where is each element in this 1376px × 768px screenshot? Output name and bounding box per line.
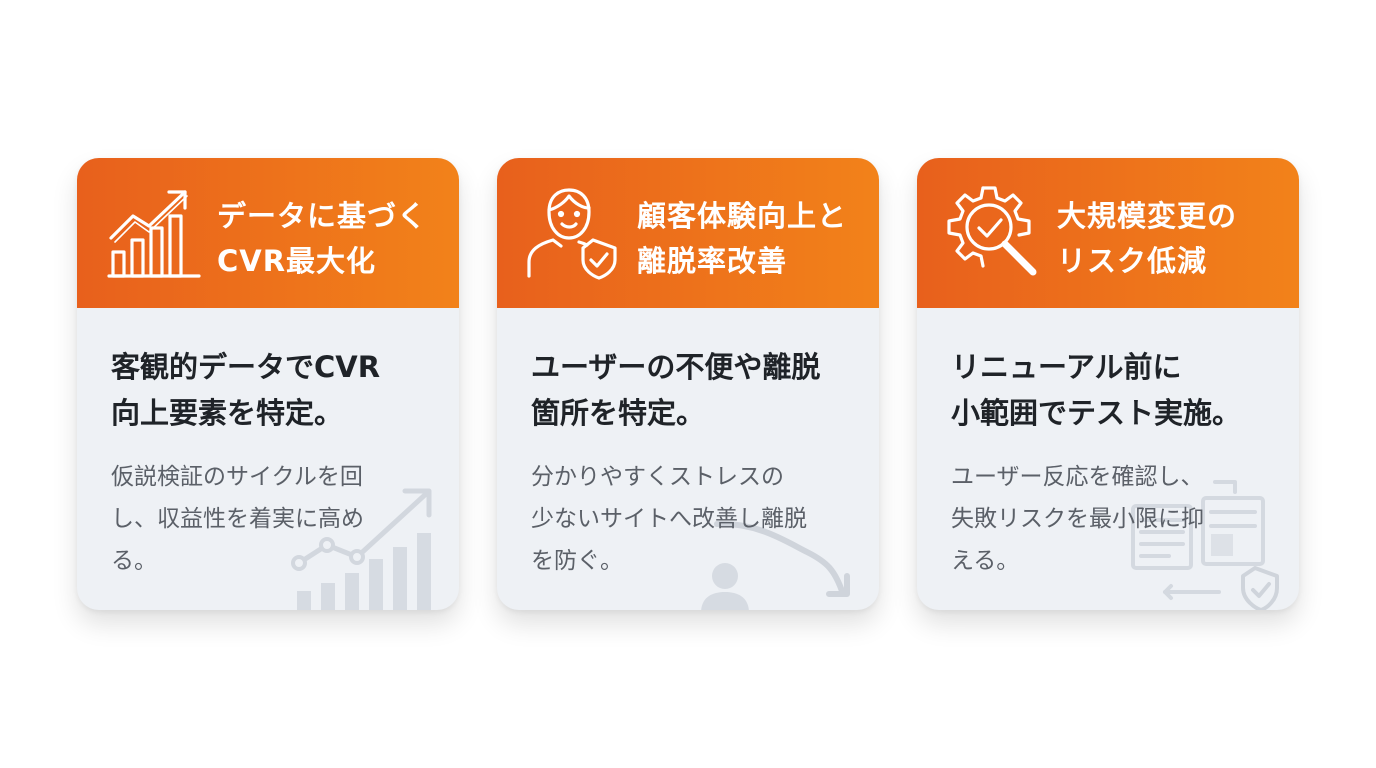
- card-description: ユーザー反応を確認し、 失敗リスクを最小限に抑 える。: [951, 464, 1204, 574]
- card-title: 顧客体験向上と 離脱率改善: [637, 199, 848, 278]
- card-body: リニューアル前に 小範囲でテスト実施。 ユーザー反応を確認し、 失敗リスクを最小…: [917, 308, 1299, 610]
- card-heading: リニューアル前に 小範囲でテスト実施。: [951, 350, 1242, 430]
- card-customer-experience: 顧客体験向上と 離脱率改善 ユーザーの不便や離脱 箇所を特定。 分かりやすくスト…: [497, 158, 879, 610]
- card-header: データに基づく CVR最大化: [77, 158, 459, 308]
- card-risk-reduction: 大規模変更の リスク低減 リニューアル前に 小範囲でテスト実施。 ユーザー反応を…: [917, 158, 1299, 610]
- card-description: 仮説検証のサイクルを回 し、収益性を着実に高め る。: [111, 464, 364, 574]
- gear-search-icon: [947, 186, 1037, 276]
- card-header: 大規模変更の リスク低減: [917, 158, 1299, 308]
- growth-chart-icon: [107, 190, 201, 278]
- card-header: 顧客体験向上と 離脱率改善: [497, 158, 879, 308]
- card-body: 客観的データでCVR 向上要素を特定。 仮説検証のサイクルを回 し、収益性を着実…: [77, 308, 459, 610]
- card-body: ユーザーの不便や離脱 箇所を特定。 分かりやすくストレスの 少ないサイトへ改善し…: [497, 308, 879, 610]
- card-cvr: データに基づく CVR最大化 客観的データでCVR 向上要素を特定。 仮説検証の…: [77, 158, 459, 610]
- card-title: データに基づく CVR最大化: [217, 199, 428, 278]
- card-title: 大規模変更の リスク低減: [1057, 199, 1238, 278]
- card-description: 分かりやすくストレスの 少ないサイトへ改善し離脱 を防ぐ。: [531, 464, 807, 574]
- card-heading: 客観的データでCVR 向上要素を特定。: [111, 350, 381, 430]
- user-shield-icon: [527, 188, 617, 280]
- card-heading: ユーザーの不便や離脱 箇所を特定。: [531, 350, 821, 430]
